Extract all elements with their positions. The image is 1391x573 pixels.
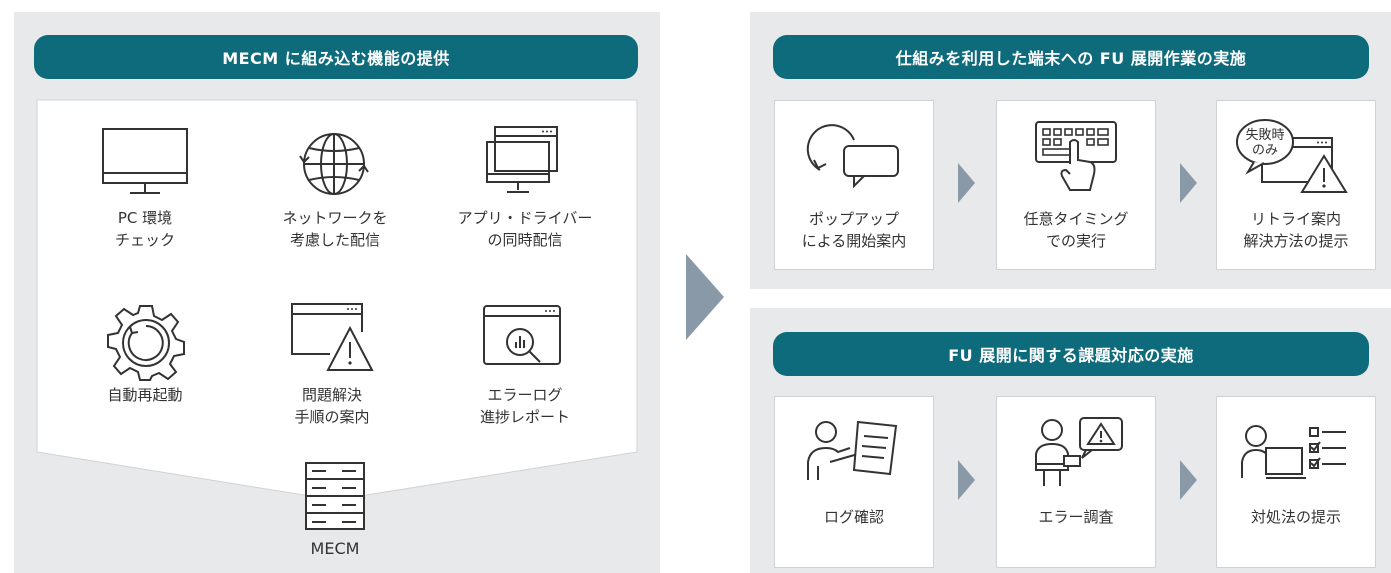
person-warning-icon [1035, 417, 1123, 486]
rb-card-1-label: ログ確認 [774, 506, 934, 528]
rt-card-3-line1: リトライ案内 [1250, 210, 1341, 228]
left-item-2-label: ネットワークを 考慮した配信 [265, 207, 405, 251]
failure-bubble-line1: 失敗時 [1245, 128, 1284, 143]
left-item-1-line1: PC 環境 [117, 209, 173, 227]
rb-card-2-label: エラー調査 [996, 506, 1156, 528]
left-item-4-line1: 自動再起動 [107, 386, 183, 404]
left-item-5-line1: 問題解決 [301, 386, 362, 404]
rb-arrow-1-icon [958, 460, 975, 500]
flow-arrow-icon [686, 254, 724, 340]
left-item-2-line1: ネットワークを [282, 209, 388, 227]
gear-restart-icon [107, 305, 185, 381]
right-bottom-title: FU 展開に関する課題対応の実施 [773, 332, 1369, 376]
left-item-6-label: エラーログ 進捗レポート [450, 384, 600, 428]
rt-arrow-1-icon [958, 163, 975, 203]
person-document-icon [807, 420, 898, 480]
left-item-4-label: 自動再起動 [70, 384, 220, 406]
right-top-title: 仕組みを利用した端末への FU 展開作業の実施 [773, 35, 1369, 79]
window-monitor-icon [486, 126, 558, 193]
rt-card-3-label: リトライ案内 解決方法の提示 [1216, 208, 1376, 252]
failure-bubble-line2: のみ [1252, 143, 1278, 158]
left-item-5-line2: 手順の案内 [294, 408, 370, 426]
left-item-6-line2: 進捗レポート [479, 408, 570, 426]
rt-card-3-line2: 解決方法の提示 [1243, 232, 1349, 250]
keyboard-press-icon [1035, 121, 1117, 191]
left-item-3-line2: の同時配信 [487, 231, 563, 249]
rt-card-2-label: 任意タイミング での実行 [996, 208, 1156, 252]
rb-card-3 [1216, 396, 1376, 568]
server-label: MECM [310, 539, 360, 558]
rt-card-1-line2: による開始案内 [801, 232, 907, 250]
rb-card-2 [996, 396, 1156, 568]
rt-card-1-line1: ポップアップ [808, 210, 899, 228]
rb-arrow-2-icon [1180, 460, 1197, 500]
left-item-5-label: 問題解決 手順の案内 [262, 384, 402, 428]
left-item-2-line2: 考慮した配信 [289, 231, 380, 249]
rt-card-2-line2: での実行 [1045, 232, 1106, 250]
monitor-icon [102, 128, 188, 194]
rb-card-1 [774, 396, 934, 568]
left-item-3-label: アプリ・ドライバー の同時配信 [445, 207, 605, 251]
rb-card-3-label: 対処法の提示 [1216, 506, 1376, 528]
globe-refresh-icon [299, 133, 369, 195]
rb-card-3-line1: 対処法の提示 [1250, 508, 1341, 526]
person-checklist-icon [1241, 425, 1346, 479]
window-warning-icon [291, 303, 374, 371]
left-item-1-label: PC 環境 チェック [80, 207, 210, 251]
rb-card-1-line1: ログ確認 [823, 508, 884, 526]
server-icon [305, 462, 365, 530]
rt-card-1-label: ポップアップ による開始案内 [774, 208, 934, 252]
left-item-1-line2: チェック [114, 231, 175, 249]
left-item-6-line1: エラーログ [487, 386, 563, 404]
left-item-3-line1: アプリ・ドライバー [457, 209, 593, 227]
popup-message-icon [806, 124, 899, 189]
left-panel-title: MECM に組み込む機能の提供 [34, 35, 638, 79]
rt-arrow-2-icon [1180, 163, 1197, 203]
rt-card-2-line1: 任意タイミング [1023, 210, 1129, 228]
rb-card-2-line1: エラー調査 [1038, 508, 1114, 526]
window-report-icon [483, 305, 561, 365]
failure-warning-icon: 失敗時 のみ [1236, 119, 1348, 193]
